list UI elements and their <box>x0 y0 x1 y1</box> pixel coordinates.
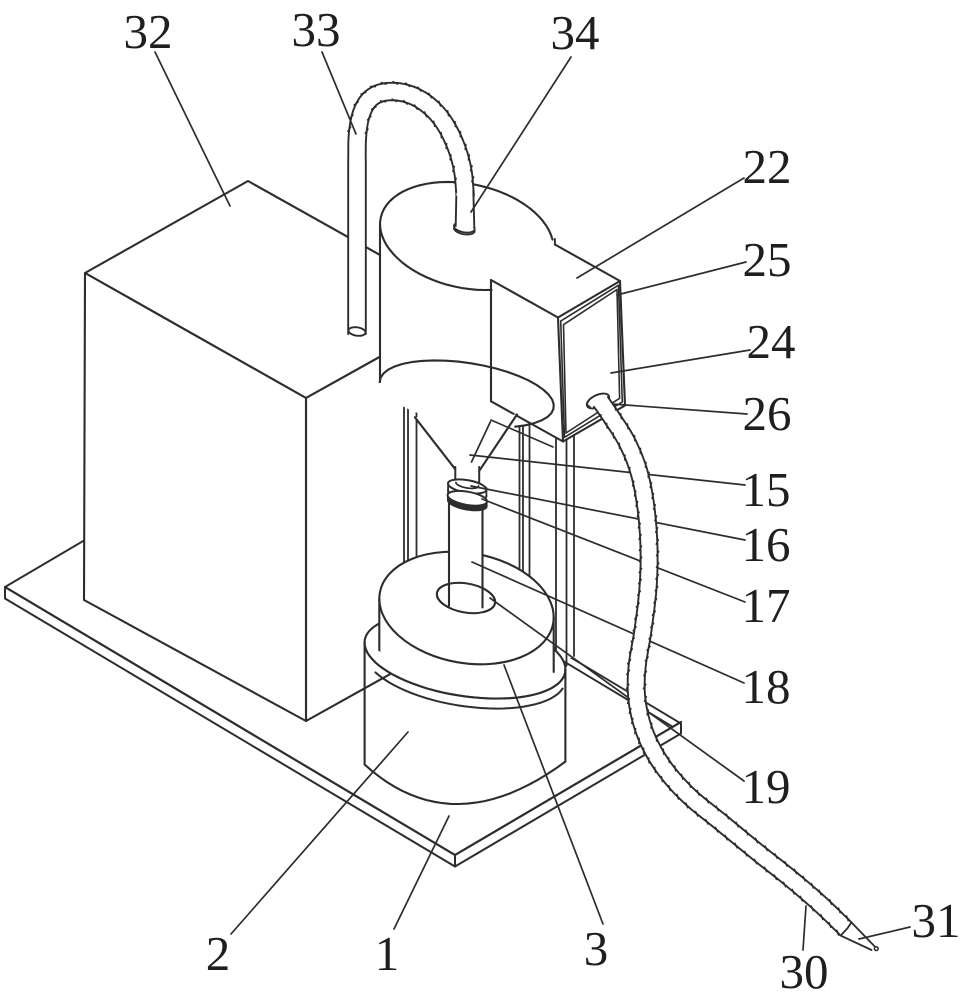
frame-mid <box>559 284 624 439</box>
label-3: 3 <box>584 921 609 976</box>
label-34: 34 <box>551 5 600 60</box>
chute-underside-line <box>490 419 554 448</box>
post-left-fill <box>404 385 417 585</box>
chute-front-fill <box>491 280 563 442</box>
label-33: 33 <box>292 2 341 57</box>
leader-31 <box>858 926 911 940</box>
funnel-cone-left-edge <box>413 416 457 471</box>
tube33-inlet-front-arc <box>453 227 476 236</box>
tube33-tick <box>364 98 457 184</box>
nozzle-base-arc <box>839 921 853 937</box>
label-15: 15 <box>742 462 791 517</box>
nozzle-tip <box>873 945 879 952</box>
leader-32 <box>154 51 231 207</box>
leader-19 <box>489 597 745 782</box>
leader-25 <box>616 261 747 296</box>
tube33-tick <box>347 80 475 183</box>
funnel-cone-fill <box>414 414 517 471</box>
leader-22 <box>576 177 745 279</box>
tube33-edge <box>364 99 458 335</box>
leader-3 <box>503 664 604 925</box>
frame-outer <box>556 279 627 443</box>
cylB-front-band-fill <box>364 642 566 804</box>
leader-24 <box>610 349 751 374</box>
label-2: 2 <box>206 926 231 981</box>
leader-15 <box>469 454 746 486</box>
nozzle-top-edge <box>850 921 876 948</box>
tube33-fill <box>348 82 474 334</box>
tube33-stub-edge <box>454 195 458 227</box>
cylA-hole-front-arc <box>436 581 496 613</box>
label-24: 24 <box>747 314 796 369</box>
label-1: 1 <box>375 926 400 981</box>
hose-exit-lip-arc <box>586 393 599 408</box>
cylB-rim-front-arc <box>363 641 567 700</box>
leader-16 <box>470 485 746 541</box>
cylB-bottom-arc <box>363 760 567 806</box>
label-32: 32 <box>124 4 173 59</box>
leader-33 <box>321 51 357 135</box>
hose-tick <box>600 414 840 936</box>
label-26: 26 <box>743 386 792 441</box>
label-25: 25 <box>743 232 792 287</box>
hopper-bottom-rim-arc <box>378 359 555 428</box>
label-17: 17 <box>742 578 791 633</box>
tube33-edge <box>347 81 475 335</box>
box-left-face <box>82 271 308 723</box>
chute-front-top-edge <box>489 278 560 319</box>
leader-2 <box>230 731 409 935</box>
post-rightfront-fill <box>556 424 574 658</box>
leader-30 <box>802 905 807 951</box>
label-22: 22 <box>743 139 792 194</box>
hose-tick <box>614 404 849 922</box>
label-31: 31 <box>912 893 961 948</box>
leader-18 <box>471 561 745 684</box>
clamp-band-dark <box>447 495 488 512</box>
plate-front-left-topedge <box>3 585 457 857</box>
leader-1 <box>393 815 450 930</box>
funnel-cone-right-edge <box>478 413 519 472</box>
label-19: 19 <box>742 759 791 814</box>
chute-front-bottom-edge <box>489 400 565 443</box>
nozzle-bottom-edge <box>839 934 873 951</box>
label-30: 30 <box>780 944 829 999</box>
nozzle-fill <box>840 922 876 951</box>
label-18: 18 <box>742 659 791 714</box>
label-16: 16 <box>742 517 791 572</box>
leader-34 <box>470 56 572 213</box>
leader-26 <box>611 403 748 415</box>
tube33-end-opening <box>347 326 367 337</box>
hopper-top-rim-arc <box>379 180 554 292</box>
leader-17 <box>481 498 746 603</box>
chute-back-top-edge <box>553 243 622 283</box>
tube33-stub-fill <box>455 189 475 227</box>
frame-inner <box>562 288 621 434</box>
rod-fill <box>449 500 483 607</box>
cylB-rim-lip-arc <box>374 671 564 710</box>
